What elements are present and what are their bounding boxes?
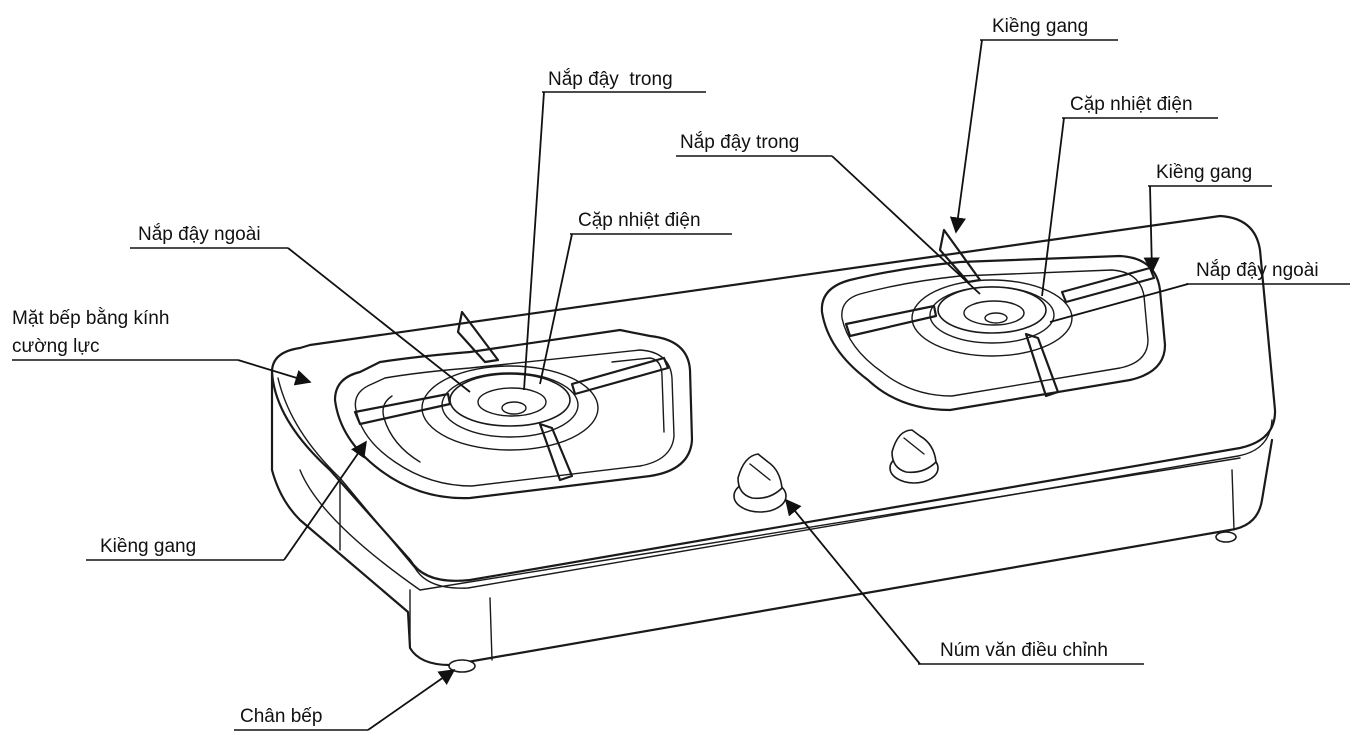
left-burner [333,310,694,500]
label-chan-bep: Chân bếp [240,706,322,727]
stove-base-inner [339,469,1235,661]
label-nap-day-trong-left: Nắp đậy trong [548,68,673,90]
label-cap-nhiet-dien-left: Cặp nhiệt điện [578,210,701,231]
label-kieng-gang-top: Kiềng gang [992,16,1088,37]
label-num-van: Núm văn điều chỉnh [940,640,1108,661]
stove-base-band [299,457,1241,591]
left-grate-arm-4 [538,422,574,482]
left-grate-outer [333,328,694,500]
right-grate-arm-3 [1060,266,1156,304]
label-mat-bep-line1: Mặt bếp bằng kính [12,307,169,329]
left-grate-arm-2 [353,392,452,426]
left-grate-inner [354,349,675,487]
left-grate-arm-1 [456,310,500,364]
right-burner-cap-outer [937,286,1047,334]
callout-cap-nhiet-dien-left: Cặp nhiệt điện [539,210,732,385]
right-burner-cap-inner [963,300,1025,326]
label-nap-day-ngoai-right: Nắp đậy ngoài [1196,259,1319,281]
right-grate-outer [820,254,1167,412]
callout-mat-bep: Mặt bếp bằng kính cường lực [12,307,312,386]
right-burner-ring-outer [911,279,1073,357]
callout-chan-bep: Chân bếp [234,669,456,731]
callout-kieng-gang-right: Kiềng gang [1143,162,1272,274]
label-kieng-gang-right: Kiềng gang [1156,162,1252,183]
left-grate-arm-3 [570,356,670,396]
callout-num-van: Núm văn điều chỉnh [784,498,1144,665]
callout-cap-nhiet-dien-right: Cặp nhiệt điện [1041,94,1218,297]
left-burner-ring-outer [421,365,599,451]
label-nap-day-trong-right: Nắp đậy trong [680,131,799,153]
stove-body-side [270,370,1274,667]
callout-nap-day-trong-right: Nắp đậy trong [676,131,981,295]
right-grate-inner [841,269,1149,397]
callout-nap-day-ngoai-right: Nắp đậy ngoài [1049,259,1350,323]
right-grate-arm-4 [1024,332,1060,398]
callout-nap-day-trong-left: Nắp đậy trong [523,68,706,391]
callout-kieng-gang-left: Kiềng gang [86,440,367,561]
glass-top [270,214,1277,582]
label-cap-nhiet-dien-right: Cặp nhiệt điện [1070,94,1193,115]
right-grate-arm-2 [844,304,938,338]
foot-left [448,659,476,673]
knob-right [889,429,939,484]
label-kieng-gang-left: Kiềng gang [100,536,196,557]
knob-left [733,453,787,513]
left-burner-cap-outer [449,373,571,427]
foot-right [1215,531,1237,543]
glass-top-edge [277,377,1273,589]
right-burner [820,228,1167,412]
right-burner-center [984,312,1008,324]
label-mat-bep-line2: cường lực [12,336,100,357]
left-burner-center [501,401,527,415]
callout-nap-day-ngoai-left: Nắp đậy ngoài [130,223,471,393]
stove-drawing [270,214,1277,673]
label-nap-day-ngoai-left: Nắp đậy ngoài [138,223,261,245]
left-burner-cap-inner [477,387,547,417]
callout-kieng-gang-top: Kiềng gang [949,16,1118,234]
